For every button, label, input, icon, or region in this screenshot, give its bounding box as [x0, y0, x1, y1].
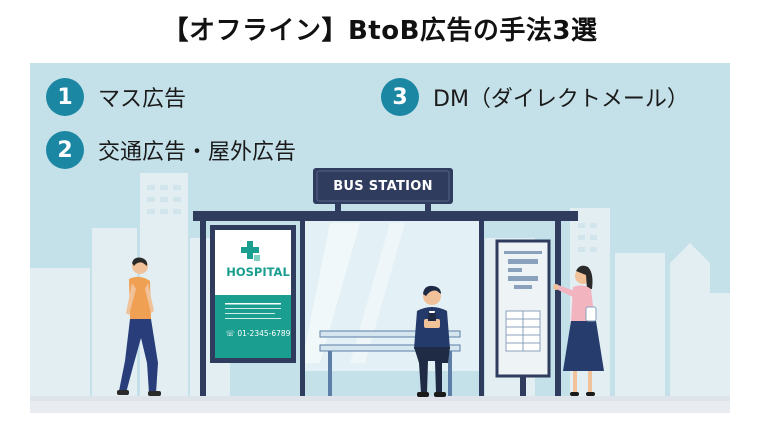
seated-person: [414, 285, 450, 397]
method-label: DM（ダイレクトメール）: [433, 87, 689, 112]
bus-stop-illustration: BUS STATION HOSPITAL ☏ 01-2345-6789 1 マス…: [30, 63, 730, 413]
method-item-3: 3 DM（ダイレクトメール）: [381, 78, 689, 116]
woman-reading-board: [553, 265, 604, 396]
medical-cross-icon: [241, 241, 260, 261]
method-label: マス広告: [98, 87, 187, 112]
method-number-badge: 1: [46, 78, 84, 116]
shelter-roof: [193, 211, 578, 221]
walking-person: [117, 257, 161, 396]
bus-station-sign-text: BUS STATION: [333, 178, 433, 194]
method-item-1: 1 マス広告: [46, 78, 186, 116]
method-number-badge: 2: [46, 131, 84, 169]
timetable-board: [495, 239, 551, 396]
page-title: 【オフライン】BtoB広告の手法3選: [162, 16, 598, 46]
scene-drawing: [30, 168, 730, 413]
bus-station-sign: [313, 168, 453, 204]
bench: [319, 330, 461, 338]
building-windows: [147, 185, 597, 252]
method-label: 交通広告・屋外広告: [98, 140, 297, 165]
phone-number: 01-2345-6789: [237, 329, 291, 338]
phone-icon: ☏: [225, 329, 235, 338]
method-item-2: 2 交通広告・屋外広告: [46, 131, 296, 169]
hospital-ad-phone: ☏ 01-2345-6789: [220, 329, 296, 338]
hospital-ad-title: HOSPITAL: [226, 265, 290, 279]
method-number-badge: 3: [381, 78, 419, 116]
